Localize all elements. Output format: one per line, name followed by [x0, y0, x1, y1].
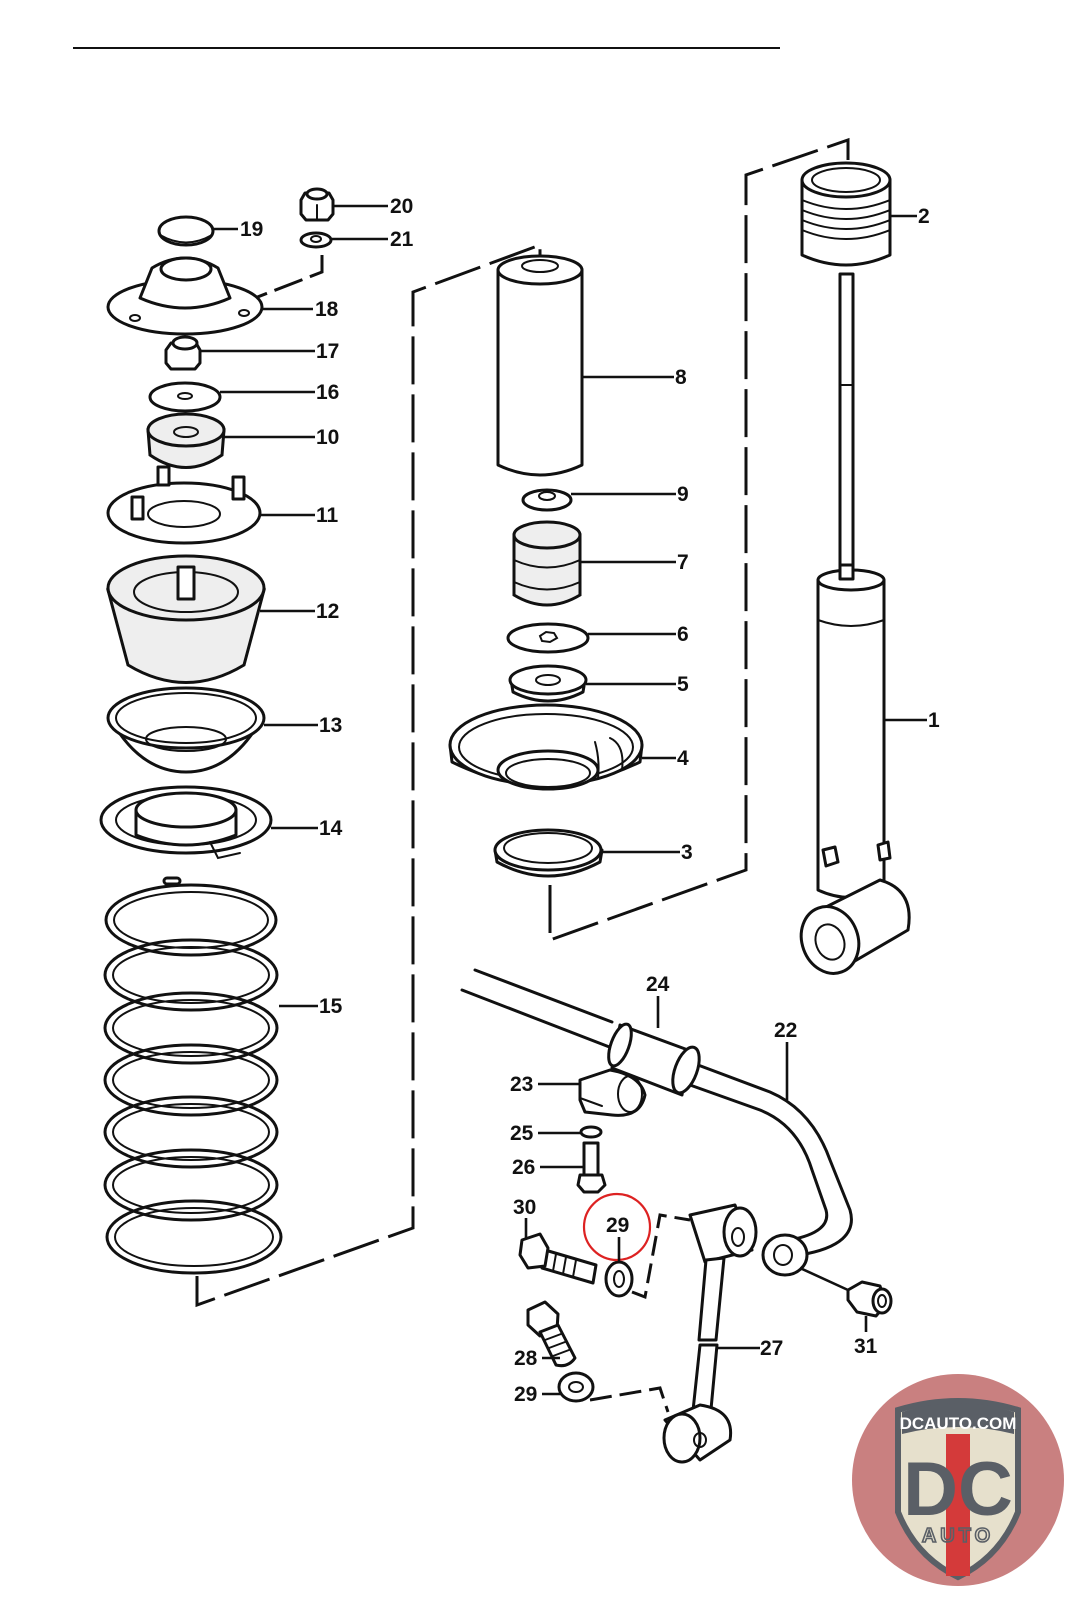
part-30-bolt[interactable]	[518, 1232, 598, 1285]
label-30: 30	[513, 1196, 536, 1219]
label-14: 14	[319, 817, 343, 840]
part-28-bolt[interactable]	[526, 1300, 577, 1368]
part-10-rubber-bushing[interactable]	[146, 412, 226, 469]
dcauto-logo: DCAUTO.COM DC AUTO	[852, 1374, 1064, 1586]
label-13: 13	[319, 714, 342, 737]
label-23: 23	[510, 1073, 533, 1096]
part-27-coupling-rod[interactable]	[662, 1203, 758, 1464]
logo-banner	[902, 1403, 1014, 1434]
label-29-lower: 29	[514, 1383, 537, 1406]
label-2: 2	[918, 205, 930, 228]
label-12: 12	[316, 600, 339, 623]
part-26-bolt[interactable]	[576, 1141, 607, 1194]
logo-sub: AUTO	[922, 1525, 994, 1547]
label-8: 8	[675, 366, 687, 389]
part-5-bushing[interactable]	[508, 664, 588, 703]
logo-mark: DC	[903, 1447, 1013, 1532]
part-6-washer[interactable]	[506, 622, 590, 654]
part-20-nut[interactable]	[299, 187, 335, 222]
label-18: 18	[315, 298, 339, 321]
part-2-protective-cap[interactable]	[800, 161, 892, 267]
part-3-adjusting-ring[interactable]	[493, 828, 604, 878]
label-11: 11	[316, 504, 339, 527]
logo-url: DCAUTO.COM	[900, 1414, 1017, 1433]
part-18-strut-mount[interactable]	[106, 256, 264, 336]
label-27: 27	[760, 1337, 783, 1360]
label-3: 3	[681, 841, 693, 864]
part-11-mounting-plate[interactable]	[106, 465, 262, 545]
label-19: 19	[240, 218, 263, 241]
part-13-spring-plate[interactable]	[106, 686, 266, 774]
label-15: 15	[319, 995, 343, 1018]
label-22: 22	[774, 1019, 797, 1042]
part-12-rubber-mount[interactable]	[106, 554, 266, 684]
part-19-cap[interactable]	[157, 215, 215, 247]
label-4: 4	[677, 747, 689, 770]
highlight-circle	[582, 1192, 652, 1262]
part-21-washer[interactable]	[299, 231, 333, 249]
part-15-coil-spring[interactable]	[103, 876, 283, 1275]
label-21: 21	[390, 228, 414, 251]
part-14-spring-seat[interactable]	[99, 785, 273, 860]
label-29-highlighted: 29	[606, 1214, 629, 1237]
part-24-rubber-bushing[interactable]	[604, 1021, 705, 1097]
part-4-spring-seat[interactable]	[448, 703, 644, 791]
label-6: 6	[677, 623, 689, 646]
part-8-protective-tube[interactable]	[496, 254, 584, 477]
part-9-cap[interactable]	[521, 488, 573, 512]
label-9: 9	[677, 483, 689, 506]
label-1: 1	[928, 709, 940, 732]
part-25-lock-washer[interactable]	[579, 1125, 603, 1139]
label-26: 26	[512, 1156, 535, 1179]
part-23-clamp[interactable]	[578, 1068, 647, 1117]
part-17-nut[interactable]	[164, 335, 202, 371]
part-22-stabilizer-bar[interactable]	[460, 968, 853, 1277]
label-25: 25	[510, 1122, 534, 1145]
logo-stripe	[946, 1434, 970, 1576]
part-29-washer-upper[interactable]	[604, 1260, 634, 1298]
label-28: 28	[514, 1347, 538, 1370]
part-29-washer-lower[interactable]	[557, 1371, 595, 1403]
label-20: 20	[390, 195, 413, 218]
part-16-washer[interactable]	[148, 381, 222, 413]
label-24: 24	[646, 973, 670, 996]
part-31-self-locking-nut[interactable]	[846, 1280, 893, 1318]
label-16: 16	[316, 381, 339, 404]
callout-labels: 19 20 21 18 17 16 10 11 12 13 14 15 8 9 …	[200, 195, 940, 1406]
label-17: 17	[316, 340, 339, 363]
label-5: 5	[677, 673, 689, 696]
part-1-shock-absorber[interactable]	[792, 272, 911, 982]
label-31: 31	[854, 1335, 878, 1358]
label-10: 10	[316, 426, 339, 449]
label-7: 7	[677, 551, 689, 574]
part-7-bump-stop[interactable]	[512, 520, 582, 607]
